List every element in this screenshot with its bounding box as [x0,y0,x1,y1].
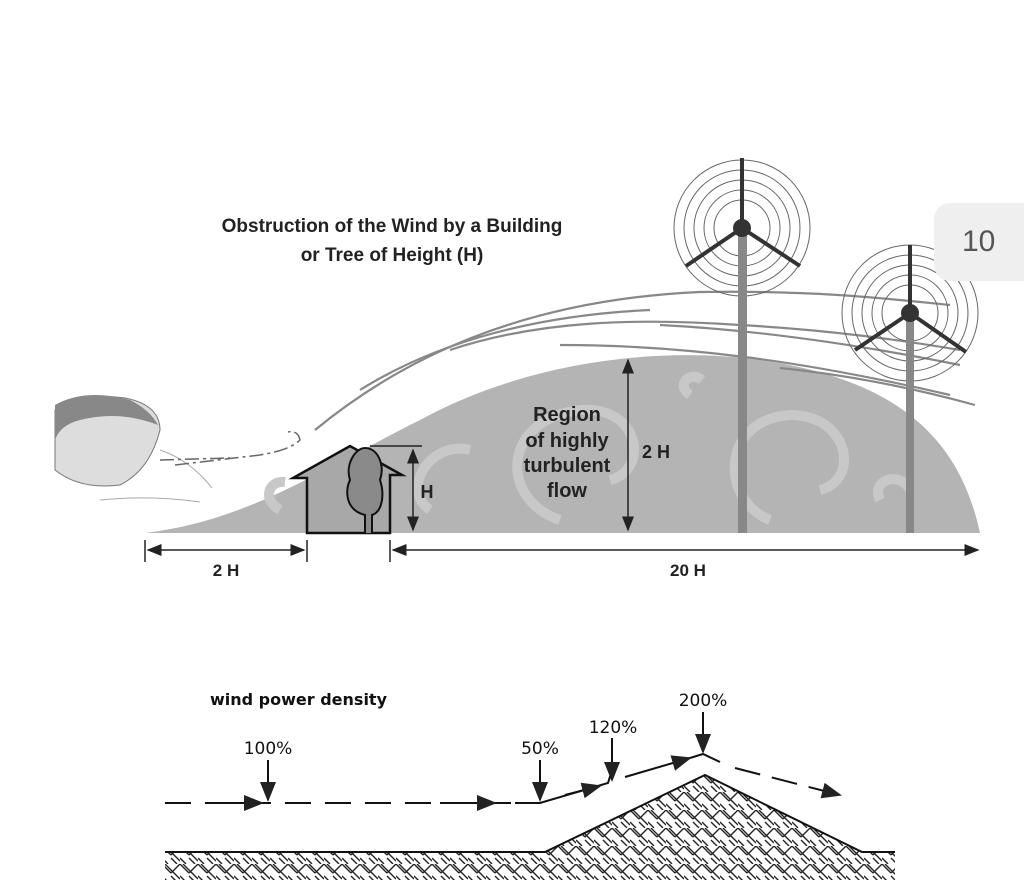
wind-turbine-small [841,244,979,533]
upstream-distance-label: 2 H [213,561,239,580]
page-number-badge: 10 [934,203,1024,281]
wind-face-illustration [54,395,301,503]
region-label: Region of highly turbulent flow [524,404,611,502]
downstream-distance-label: 20 H [670,561,706,580]
svg-text:Region: Region [533,404,601,426]
wind-power-density-title: wind power density [210,690,388,709]
diagram-title-line2: or Tree of Height (H) [301,245,484,266]
wind-flow-line [165,712,842,811]
tree-icon [346,446,384,533]
svg-text:of highly: of highly [525,430,609,452]
svg-text:turbulent: turbulent [524,455,611,477]
region-height-label: 2 H [642,442,670,462]
label-200-percent: 200% [679,691,728,711]
obstacle-height-label: H [421,482,434,502]
label-120-percent: 120% [589,718,638,738]
terrain-hill [165,775,895,880]
label-100-percent: 100% [244,739,293,759]
svg-text:flow: flow [547,480,587,502]
wind-turbine-large [673,158,811,533]
label-50-percent: 50% [521,739,559,759]
house-obstacle [288,444,407,535]
diagram-title-line1: Obstruction of the Wind by a Building [222,216,563,237]
